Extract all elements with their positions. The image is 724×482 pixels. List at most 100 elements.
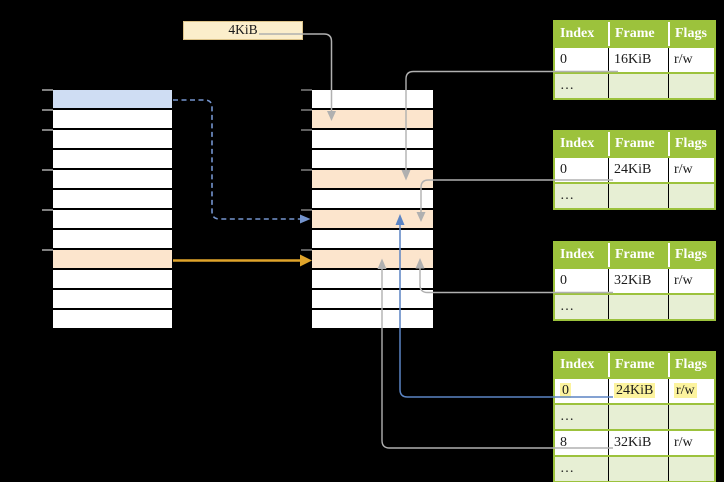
memory-row <box>312 310 433 330</box>
virtual-memory-column <box>53 90 172 330</box>
physical-memory-column <box>312 90 433 330</box>
cell-frame: 24KiB <box>608 158 668 182</box>
table-row: … <box>555 455 714 481</box>
header-flags: Flags <box>668 132 714 156</box>
memory-row <box>53 110 172 130</box>
table-header-row: Index Frame Flags <box>555 132 714 156</box>
cell-flags: r/w <box>668 158 714 182</box>
header-frame: Frame <box>608 132 668 156</box>
cell-frame <box>608 405 668 429</box>
header-index: Index <box>560 136 595 151</box>
table-row: … <box>555 293 714 319</box>
table-row: … <box>555 72 714 98</box>
header-frame: Frame <box>608 353 668 377</box>
cell-frame <box>608 295 668 319</box>
memory-row <box>53 130 172 150</box>
table-row: 8 32KiB r/w <box>555 429 714 455</box>
header-index: Index <box>560 357 595 372</box>
cell-flags <box>668 457 714 481</box>
cell-index: … <box>560 78 574 93</box>
arrowhead-right-icon <box>300 214 311 224</box>
memory-row <box>53 270 172 290</box>
memory-row <box>53 170 172 190</box>
memory-row <box>53 290 172 310</box>
tick-mark <box>42 109 53 111</box>
memory-row <box>312 150 433 170</box>
memory-row <box>312 190 433 210</box>
tick-mark <box>301 169 312 171</box>
cell-flags: r/w <box>668 48 714 72</box>
memory-row <box>312 230 433 250</box>
cell-frame: 32KiB <box>608 431 668 455</box>
cell-index: … <box>560 461 574 476</box>
arrow-blue-page-mapping <box>173 99 300 220</box>
tick-mark <box>301 249 312 251</box>
tick-mark <box>301 129 312 131</box>
memory-row <box>53 190 172 210</box>
header-index: Index <box>560 247 595 262</box>
memory-row <box>53 210 172 230</box>
table-header-row: Index Frame Flags <box>555 22 714 46</box>
frame-row-32kib <box>312 250 433 270</box>
tick-mark <box>42 209 53 211</box>
header-flags: Flags <box>668 243 714 267</box>
header-index: Index <box>560 26 595 41</box>
tick-mark <box>42 129 53 131</box>
cell-index: … <box>560 188 574 203</box>
cell-flags <box>668 184 714 208</box>
tick-mark <box>301 109 312 111</box>
page-table-2: Index Frame Flags 0 24KiB r/w … <box>553 130 716 210</box>
cell-index: 0 <box>560 162 567 177</box>
cell-flags <box>668 405 714 429</box>
table-header-row: Index Frame Flags <box>555 353 714 377</box>
tick-mark <box>301 209 312 211</box>
memory-row <box>312 290 433 310</box>
memory-row <box>312 90 433 110</box>
arrowhead-right-icon <box>300 254 312 267</box>
cell-index: … <box>560 299 574 314</box>
table-row: 0 24KiB r/w <box>555 156 714 182</box>
cell-frame: 16KiB <box>608 48 668 72</box>
frame-row-24kib <box>312 210 433 230</box>
memory-row <box>53 230 172 250</box>
virtual-page-row-blue <box>53 90 172 110</box>
cell-flags: r/w <box>668 379 714 403</box>
memory-row <box>53 150 172 170</box>
tick-mark <box>301 89 312 91</box>
frame-size-label: 4KiB <box>183 21 303 40</box>
cell-frame: 24KiB <box>608 379 668 403</box>
frame-row-4kib <box>312 110 433 130</box>
virtual-page-row-orange <box>53 250 172 270</box>
header-frame: Frame <box>608 243 668 267</box>
tick-mark <box>42 169 53 171</box>
table-row: … <box>555 182 714 208</box>
cell-frame <box>608 457 668 481</box>
table-row: 0 32KiB r/w <box>555 267 714 293</box>
frame-row-16kib <box>312 170 433 190</box>
table-row: … <box>555 403 714 429</box>
cell-flags: r/w <box>668 431 714 455</box>
table-row: 0 16KiB r/w <box>555 46 714 72</box>
cell-index: 0 <box>560 273 567 288</box>
header-flags: Flags <box>668 22 714 46</box>
page-table-1: Index Frame Flags 0 16KiB r/w … <box>553 20 716 100</box>
page-table-3: Index Frame Flags 0 32KiB r/w … <box>553 241 716 321</box>
cell-index: 0 <box>560 52 567 67</box>
table-row-highlighted: 0 24KiB r/w <box>555 377 714 403</box>
memory-row <box>53 310 172 330</box>
cell-flags <box>668 295 714 319</box>
cell-frame: 32KiB <box>608 269 668 293</box>
tick-mark <box>42 89 53 91</box>
tick-mark <box>42 249 53 251</box>
cell-flags <box>668 74 714 98</box>
cell-index: … <box>560 409 574 424</box>
page-table-4: Index Frame Flags 0 24KiB r/w … 8 32KiB … <box>553 351 716 482</box>
cell-frame <box>608 74 668 98</box>
header-flags: Flags <box>668 353 714 377</box>
cell-flags: r/w <box>668 269 714 293</box>
memory-row <box>312 270 433 290</box>
cell-frame <box>608 184 668 208</box>
table-header-row: Index Frame Flags <box>555 243 714 267</box>
memory-row <box>312 130 433 150</box>
